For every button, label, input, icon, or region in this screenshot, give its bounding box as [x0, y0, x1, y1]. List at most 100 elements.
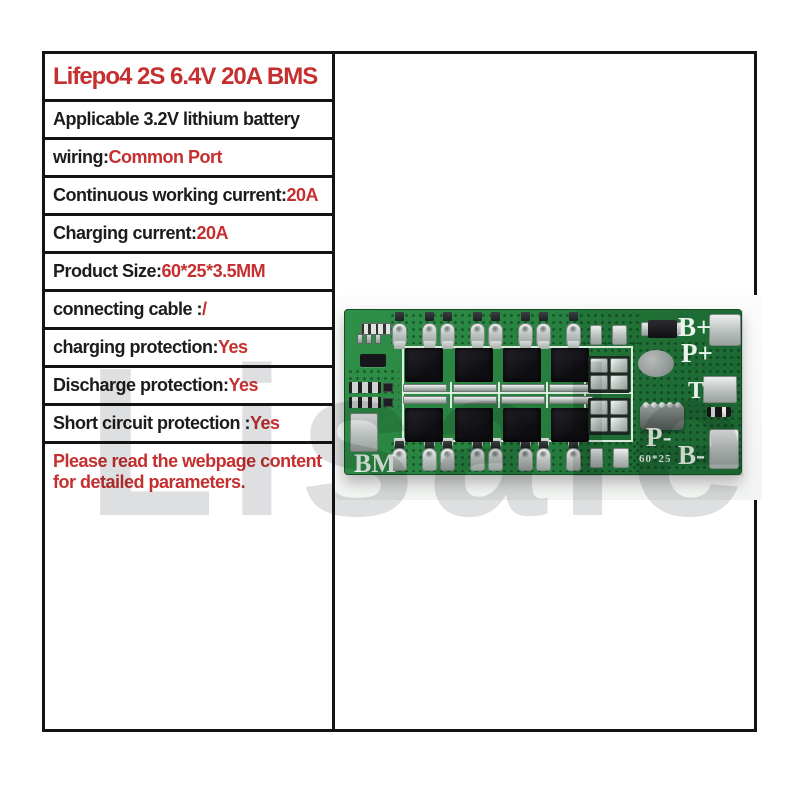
capacitor: [357, 334, 363, 344]
silkscreen-vertical: [584, 346, 586, 442]
spec-text: Yes: [228, 375, 259, 395]
chip-component: [383, 398, 393, 407]
connector-bump: [651, 402, 657, 408]
mosfet-leg: [424, 341, 435, 349]
solder-tab-bottom: [470, 448, 485, 471]
spec-text: for detailed parameters.: [53, 472, 246, 492]
mosfet: [405, 408, 443, 442]
mosfet-leg: [520, 341, 531, 349]
chip-component: [383, 383, 393, 392]
spec-text: Short circuit protection :: [53, 413, 251, 433]
component-pin: [473, 312, 482, 321]
solder-tab-top: [392, 323, 407, 346]
bm-solder-pad: [350, 413, 378, 452]
spec-row: charging protection: Yes: [45, 330, 332, 368]
pcb-photo: B+ P+ T P- B- BM 60*25: [336, 295, 762, 500]
label-t: T: [688, 378, 705, 404]
component-pin: [569, 312, 578, 321]
spec-text: wiring:: [53, 147, 109, 167]
spec-text: 20A: [196, 223, 229, 243]
spec-row: Applicable 3.2V lithium battery: [45, 102, 332, 140]
solder-pad: [613, 448, 629, 468]
spec-text: Please read the webpage content: [53, 451, 322, 471]
component-pin: [569, 441, 578, 449]
balance-connector: [640, 402, 684, 430]
solder-tab-bottom: [488, 448, 503, 471]
pad-cell: [590, 417, 608, 432]
mosfet: [551, 408, 589, 442]
capacitor: [366, 334, 372, 344]
spec-text: connecting cable :: [53, 299, 203, 319]
mosfet-source-bar: [453, 384, 497, 392]
resistor-network: [349, 397, 381, 408]
spec-row: Product Size:60*25*3.5MM: [45, 254, 332, 292]
component-pin: [491, 312, 500, 321]
mosfet: [405, 348, 443, 382]
spec-row: connecting cable :/: [45, 292, 332, 330]
pad-cell: [590, 358, 608, 373]
mosfet-leg: [538, 341, 549, 349]
resistor-network: [349, 382, 381, 393]
mosfet-leg: [490, 341, 501, 349]
silkscreen-centerline: [402, 392, 633, 394]
component-pin: [521, 312, 530, 321]
component-pin: [443, 441, 452, 449]
component-pin: [395, 312, 404, 321]
mosfet-leg: [394, 341, 405, 349]
pad-cell: [610, 375, 628, 390]
mosfet: [503, 348, 541, 382]
silkscreen-separator: [546, 382, 548, 408]
spec-text: Applicable 3.2V lithium battery: [53, 109, 300, 129]
connector-bump: [675, 402, 681, 408]
mosfet-leg: [568, 341, 579, 349]
mosfet: [551, 348, 589, 382]
spec-text: Charging current:: [53, 223, 197, 243]
pad-cell: [610, 400, 628, 415]
spec-row: Discharge protection: Yes: [45, 368, 332, 406]
resistor: [707, 407, 731, 417]
spec-text: charging protection:: [53, 337, 219, 357]
component-pin: [521, 441, 530, 449]
t-solder-pad: [703, 376, 737, 403]
solder-tab-bottom: [518, 448, 533, 471]
b-plus-corner-pad: [709, 314, 741, 346]
mosfet-source-bar: [403, 384, 447, 392]
solder-tab-top: [440, 323, 455, 346]
mosfet-source-bar: [549, 384, 593, 392]
mosfet-source-bar: [403, 396, 447, 404]
pad-cell: [590, 375, 608, 390]
solder-tab-bottom: [392, 448, 407, 471]
diode: [648, 320, 677, 338]
connector-bump: [643, 402, 649, 408]
solder-pad: [612, 325, 627, 345]
spec-row: Charging current:20A: [45, 216, 332, 254]
spec-text: Continuous working current:: [53, 185, 287, 205]
pad-cell: [590, 400, 608, 415]
mosfet-source-bar: [501, 396, 545, 404]
spec-table-frame: Lifepo4 2S 6.4V 20A BMS Applicable 3.2V …: [42, 51, 757, 732]
spec-text: Common Port: [108, 147, 223, 167]
solder-pad: [590, 325, 602, 345]
capacitor: [375, 334, 381, 344]
spec-row: Short circuit protection :Yes: [45, 406, 332, 444]
spec-row: wiring:Common Port: [45, 140, 332, 178]
connector-bump: [667, 402, 673, 408]
connector-bump: [659, 402, 665, 408]
label-b-minus: B-: [678, 440, 705, 470]
component-pin: [443, 312, 452, 321]
pcb-board: B+ P+ T P- B- BM 60*25: [344, 309, 743, 477]
solder-tab-bottom: [566, 448, 581, 471]
mosfet-leg: [472, 341, 483, 349]
silkscreen-separator: [498, 382, 500, 408]
component-pin: [491, 441, 500, 449]
spec-text: Discharge protection:: [53, 375, 229, 395]
spec-text: Yes: [218, 337, 248, 357]
solder-tab-bottom: [536, 448, 551, 471]
pad-cell: [610, 358, 628, 373]
component-pin: [425, 312, 434, 321]
spec-text: Product Size:: [53, 261, 162, 281]
component-pin: [473, 441, 482, 449]
silkscreen-separator: [450, 382, 452, 408]
